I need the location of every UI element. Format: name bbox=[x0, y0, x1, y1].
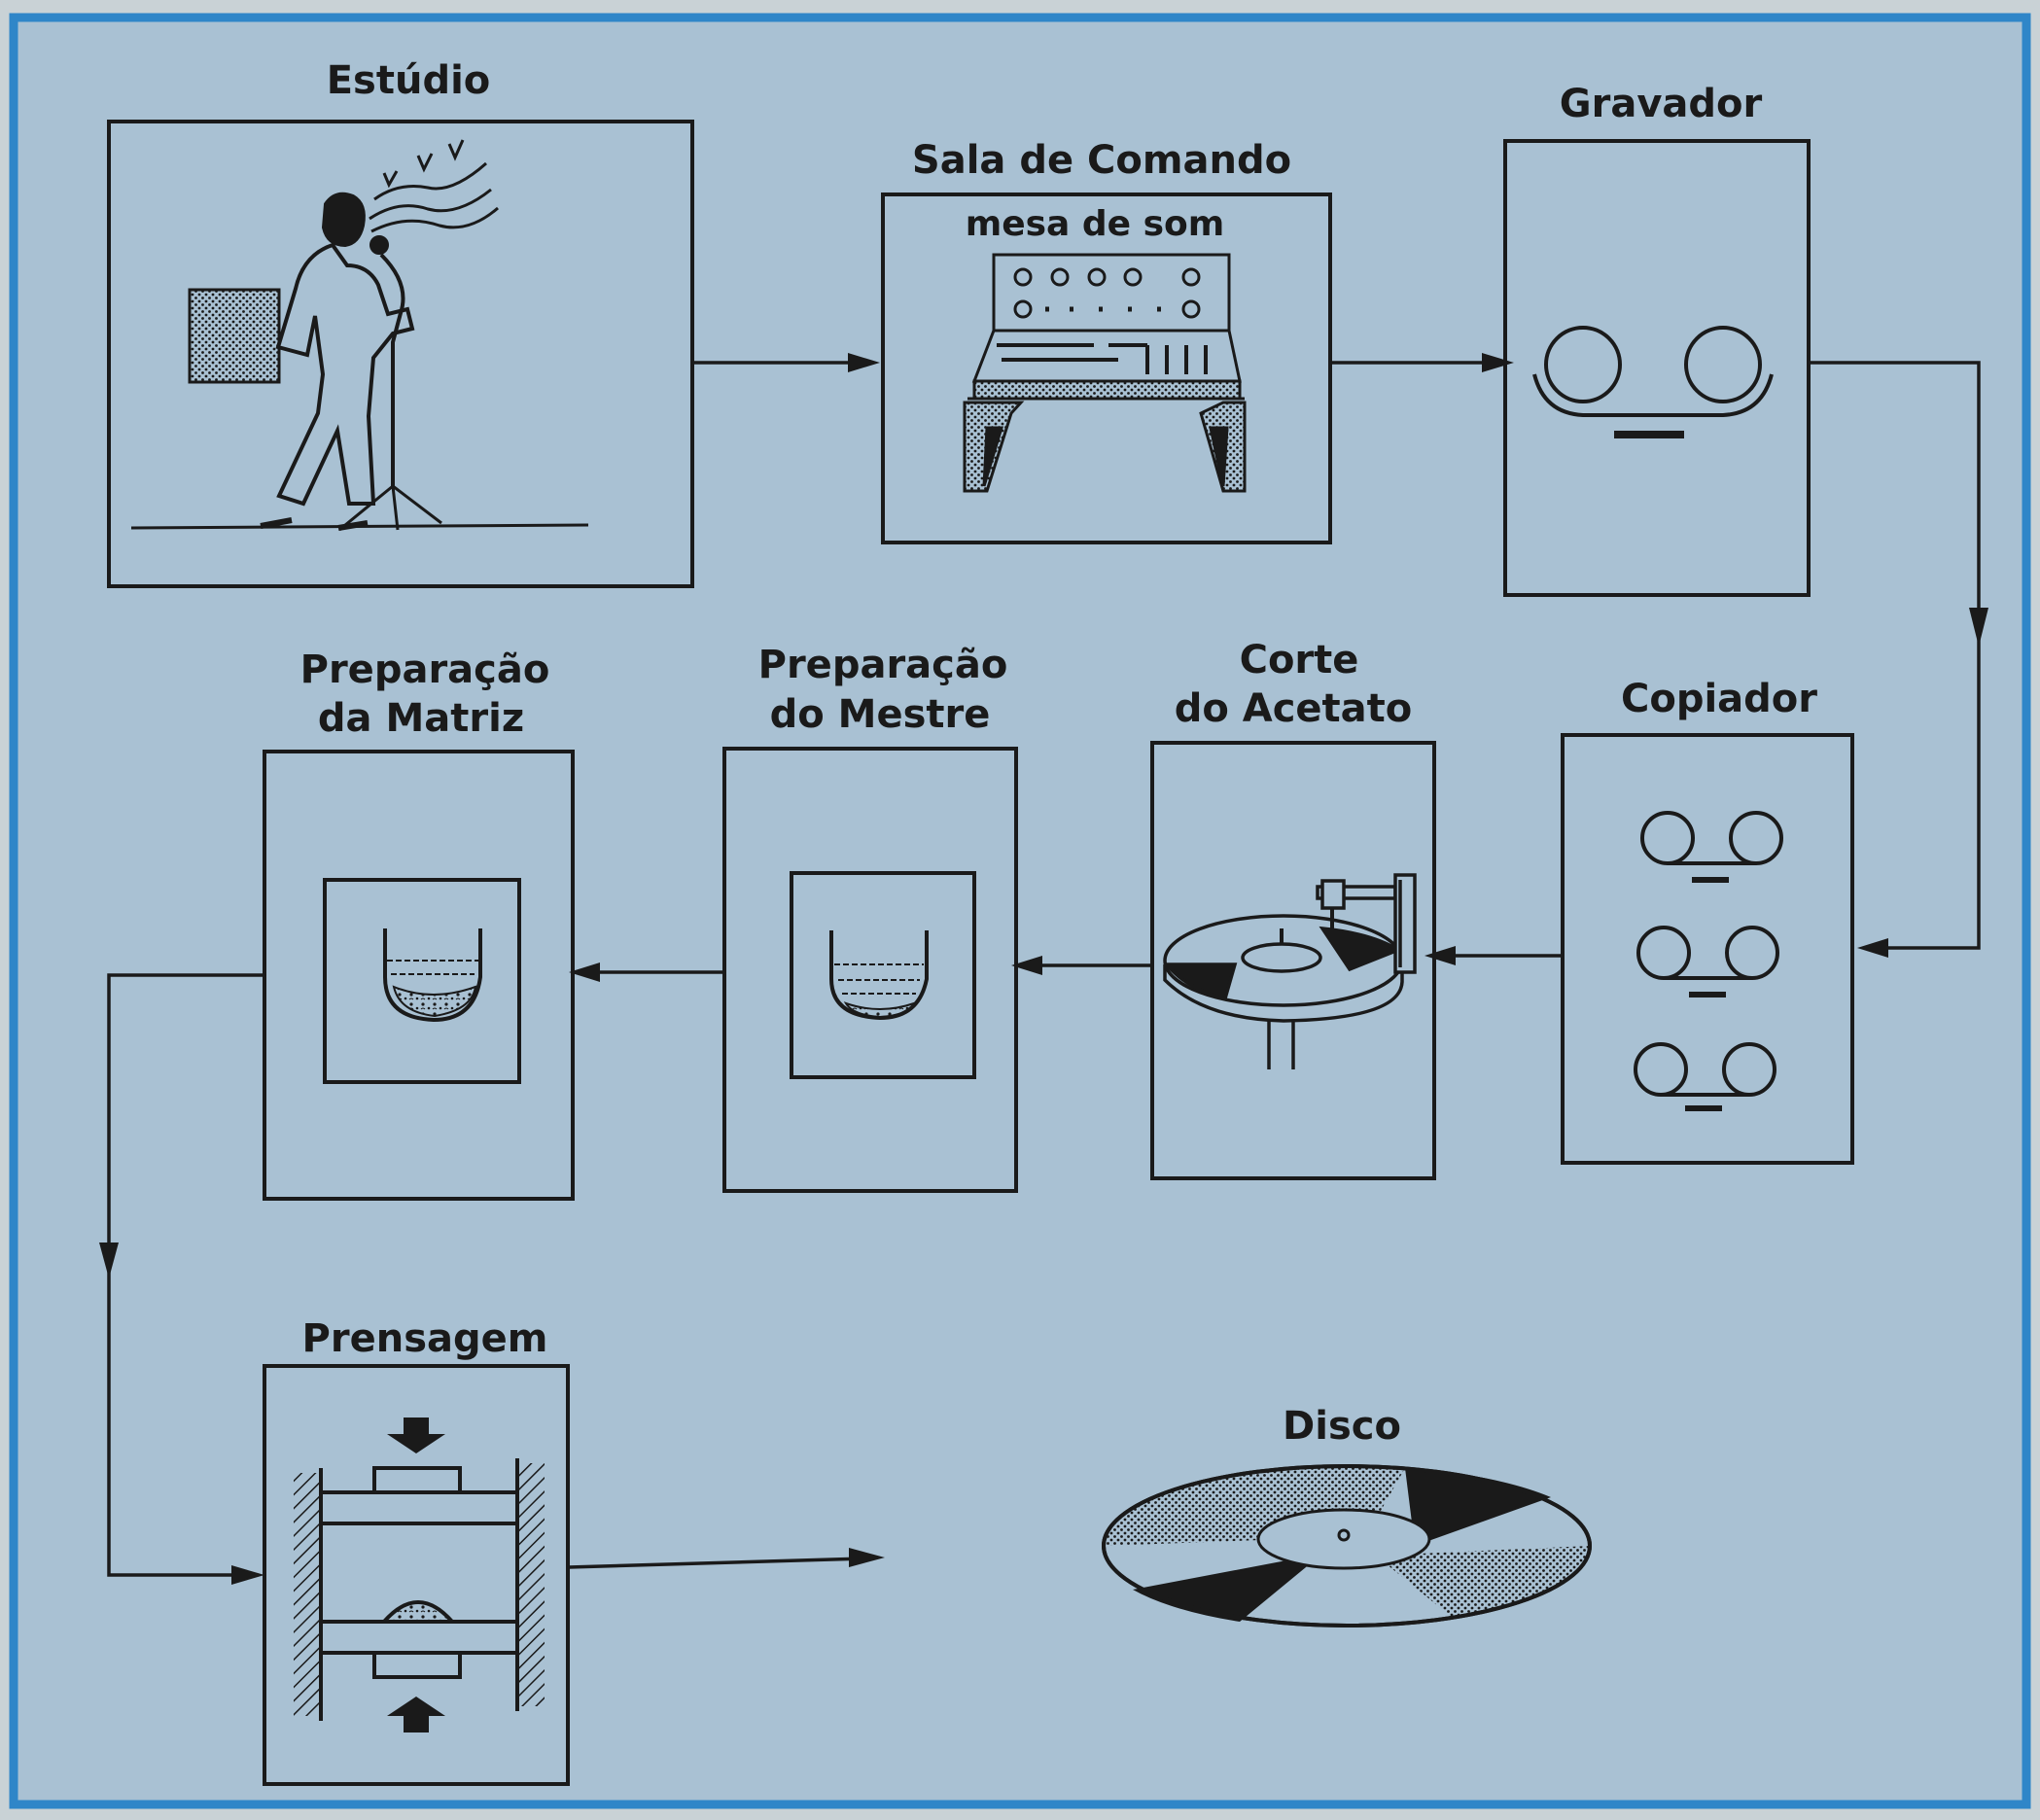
arrowhead-right bbox=[1482, 353, 1514, 372]
arrowhead-left bbox=[569, 962, 600, 982]
arrowhead-left bbox=[1424, 946, 1456, 965]
tape-deck-icon bbox=[1634, 1042, 1776, 1111]
arrowheads bbox=[99, 353, 1988, 1585]
arrowhead-right bbox=[848, 353, 880, 372]
mixing-console-icon bbox=[963, 253, 1247, 493]
record-press-icon bbox=[294, 1418, 545, 1732]
copiador-label: Copiador bbox=[1621, 677, 1817, 721]
step-gravador: Gravador bbox=[1503, 82, 1811, 597]
matriz-box bbox=[263, 750, 575, 1201]
acoustic-panel-icon bbox=[188, 288, 281, 384]
corte-box bbox=[1150, 741, 1436, 1180]
arrow-down-icon bbox=[387, 1418, 445, 1453]
copiador-box bbox=[1561, 733, 1854, 1165]
step-prensagem: Prensagem bbox=[263, 1316, 570, 1786]
corte-label-line2: do Acetato bbox=[1175, 686, 1413, 731]
step-copiador: Copiador bbox=[1561, 677, 1854, 1165]
vinyl-record-icon bbox=[1102, 1464, 1592, 1628]
gravador-box bbox=[1503, 139, 1811, 597]
arrowhead-right bbox=[231, 1565, 264, 1585]
sala-sublabel: mesa de som bbox=[966, 204, 1225, 244]
matriz-label-line2: da Matriz bbox=[318, 696, 524, 741]
arrowhead-down bbox=[1969, 608, 1988, 647]
electroplating-bath-icon bbox=[829, 930, 929, 1021]
gravador-label: Gravador bbox=[1560, 82, 1763, 126]
estudio-box bbox=[107, 120, 694, 588]
mestre-box bbox=[722, 747, 1018, 1193]
step-corte-do-acetato: Corte do Acetato bbox=[1150, 638, 1436, 1180]
sala-box bbox=[881, 192, 1332, 544]
matriz-label-line1: Preparação bbox=[300, 648, 550, 692]
mestre-inner-frame bbox=[790, 871, 976, 1079]
prensagem-label: Prensagem bbox=[302, 1316, 548, 1361]
singer-at-microphone-icon bbox=[130, 139, 589, 532]
disco-label: Disco bbox=[1283, 1404, 1401, 1449]
lathe-turntable-icon bbox=[1163, 873, 1417, 1069]
step-estudio: Estúdio bbox=[107, 58, 694, 588]
tape-deck-icon bbox=[1636, 926, 1779, 998]
arrowhead-right bbox=[849, 1548, 885, 1567]
estudio-label: Estúdio bbox=[327, 58, 491, 103]
arrowhead-left bbox=[1857, 938, 1888, 958]
tape-deck-icon bbox=[1640, 811, 1783, 883]
arrowhead-left bbox=[1011, 956, 1042, 975]
step-preparacao-do-mestre: Preparação do Mestre bbox=[722, 643, 1018, 1193]
mestre-label-line2: do Mestre bbox=[770, 692, 991, 737]
arrow-gravador-to-copiador bbox=[1809, 361, 1981, 950]
step-sala-de-comando: Sala de Comando mesa de som bbox=[881, 138, 1332, 544]
step-preparacao-da-matriz: Preparação da Matriz bbox=[263, 648, 575, 1201]
arrow-prensagem-to-disco bbox=[568, 1557, 866, 1569]
tape-recorder-icon bbox=[1532, 326, 1774, 438]
step-disco: Disco bbox=[1102, 1404, 1592, 1628]
sala-label: Sala de Comando bbox=[912, 138, 1291, 183]
arrowhead-down bbox=[99, 1242, 119, 1278]
mestre-label-line1: Preparação bbox=[758, 643, 1008, 687]
matriz-inner-frame bbox=[323, 878, 521, 1084]
arrow-up-icon bbox=[387, 1697, 445, 1732]
prensagem-box bbox=[263, 1364, 570, 1786]
corte-label-line1: Corte bbox=[1240, 638, 1359, 682]
tape-copier-icon bbox=[1634, 811, 1783, 1111]
electroplating-bath-icon bbox=[383, 928, 482, 1023]
